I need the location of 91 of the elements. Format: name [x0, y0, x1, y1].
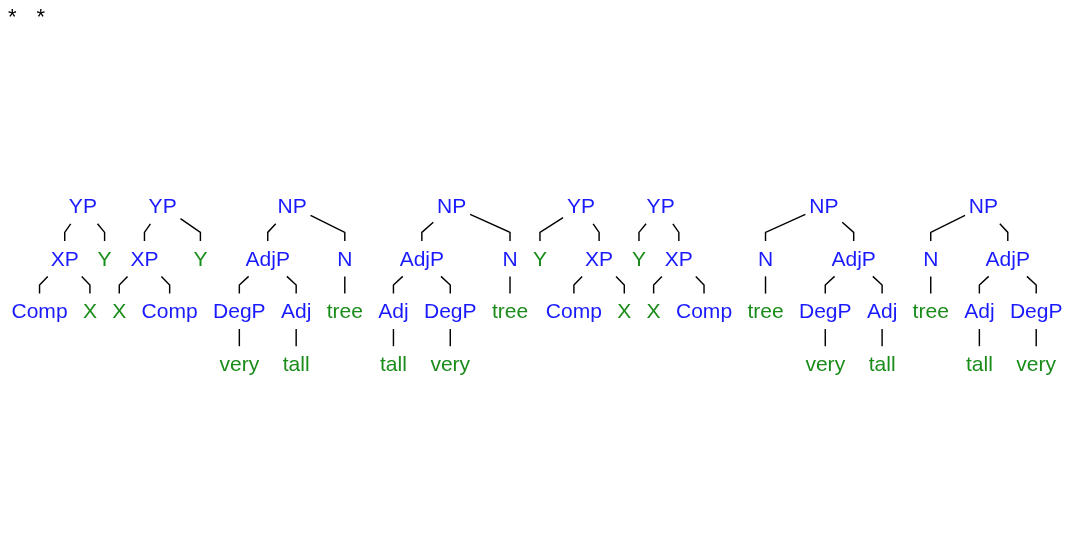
- connector: [638, 223, 647, 242]
- node-text: XP: [664, 246, 693, 271]
- node-text: DegP: [213, 299, 266, 324]
- node-text: Adj: [964, 299, 995, 324]
- connector: [295, 328, 297, 347]
- node-text: Adj: [280, 299, 312, 324]
- node-text: NP: [968, 194, 999, 219]
- node-text: X: [617, 299, 632, 324]
- node-text: Adj: [866, 299, 898, 324]
- connector: [573, 275, 583, 295]
- connector: [930, 214, 966, 242]
- node-text: X: [646, 299, 661, 324]
- connector: [179, 217, 202, 242]
- connector: [143, 223, 152, 242]
- node-text: Y: [193, 246, 208, 271]
- connector: [309, 214, 346, 242]
- connector: [267, 223, 277, 242]
- node-text: tree: [747, 299, 784, 324]
- connector: [96, 223, 106, 242]
- node-text: AdjP: [831, 246, 876, 271]
- node-text: tall: [965, 351, 993, 376]
- connector: [421, 221, 434, 242]
- node-text: X: [112, 299, 127, 324]
- connector: [652, 275, 663, 295]
- node-text: very: [219, 351, 260, 376]
- connector: [469, 213, 511, 242]
- node-text: N: [923, 246, 939, 271]
- connector: [978, 275, 990, 295]
- node-text: very: [805, 351, 846, 376]
- node-text: N: [502, 246, 518, 271]
- node-text: Adj: [378, 299, 409, 324]
- node-text: N: [337, 246, 353, 271]
- node-text: XP: [130, 246, 159, 271]
- connector: [392, 275, 404, 295]
- connector: [872, 275, 883, 295]
- connector: [509, 275, 511, 295]
- connector: [1035, 328, 1037, 347]
- node-text: Comp: [675, 299, 733, 324]
- node-text: NP: [809, 194, 839, 219]
- connector: [238, 275, 250, 295]
- node-text: tall: [379, 351, 407, 376]
- connector: [999, 223, 1009, 242]
- node-text: XP: [585, 246, 614, 271]
- note-mark: *: [8, 4, 17, 30]
- node-text: tall: [868, 351, 896, 376]
- connector: [695, 275, 705, 295]
- node-text: AdjP: [985, 246, 1031, 271]
- connector: [286, 275, 297, 295]
- node-text: DegP: [798, 299, 852, 324]
- connector: [615, 275, 625, 295]
- node-text: XP: [50, 246, 79, 271]
- node-text: DegP: [423, 299, 477, 324]
- node-text: Comp: [545, 299, 602, 324]
- node-text: Comp: [11, 299, 68, 324]
- connector: [592, 223, 600, 242]
- node-text: Y: [532, 246, 547, 271]
- node-text: tree: [912, 299, 949, 324]
- node-text: DegP: [1009, 299, 1063, 324]
- connector: [539, 216, 564, 242]
- node-text: NP: [277, 194, 307, 219]
- note-mark: *: [36, 4, 46, 30]
- node-text: Y: [97, 246, 112, 271]
- node-text: very: [430, 351, 471, 376]
- connector: [344, 275, 346, 295]
- node-text: Comp: [141, 299, 198, 324]
- connector: [80, 275, 91, 295]
- node-text: YP: [566, 194, 595, 219]
- node-text: very: [1016, 351, 1057, 376]
- connector: [672, 223, 680, 242]
- node-text: AdjP: [399, 246, 445, 271]
- node-text: Y: [631, 246, 646, 271]
- node-text: YP: [68, 194, 97, 219]
- connector: [64, 223, 72, 242]
- node-text: tree: [491, 299, 529, 324]
- node-text: tree: [326, 299, 363, 324]
- node-text: N: [757, 246, 774, 271]
- connector: [841, 221, 855, 242]
- connector: [1026, 275, 1037, 295]
- node-text: YP: [148, 194, 177, 219]
- connector: [160, 275, 171, 295]
- connector: [440, 275, 451, 295]
- node-text: NP: [437, 194, 467, 219]
- node-text: X: [82, 299, 97, 324]
- node-text: tall: [282, 351, 310, 376]
- connector: [881, 328, 883, 347]
- connector: [824, 275, 836, 295]
- node-text: YP: [646, 194, 675, 219]
- connector: [764, 213, 807, 242]
- node-text: AdjP: [245, 246, 290, 271]
- connector: [38, 275, 49, 295]
- connector: [118, 275, 129, 295]
